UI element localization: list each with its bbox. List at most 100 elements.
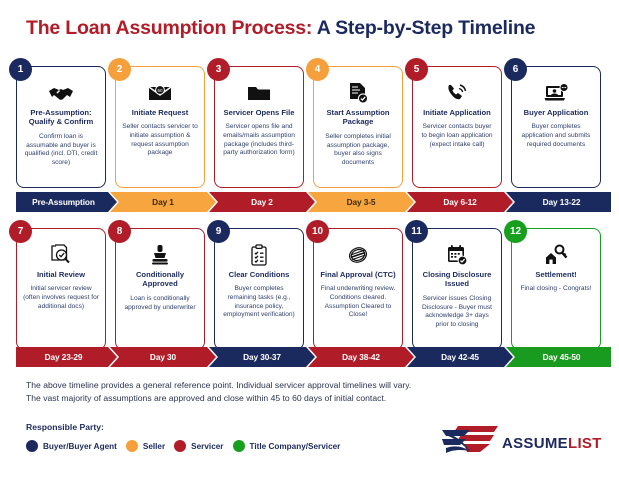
legend-color-dot <box>26 440 38 452</box>
timeline-segment: Day 38-42 <box>308 347 414 367</box>
step-title: Start Assumption Package <box>326 108 390 127</box>
step-body: Buyer completes remaining tasks (e.g., i… <box>223 285 295 319</box>
step-badge-11: 11 <box>405 220 428 243</box>
step-body: Final closing - Congrats! <box>520 285 592 293</box>
step-title: Initiate Request <box>131 108 189 117</box>
legend-color-dot <box>232 440 245 452</box>
logo-word-list: LIST <box>567 435 602 452</box>
footnote-line-1: The above timeline provides a general re… <box>26 380 412 390</box>
step-title: Clear Conditions <box>228 270 290 279</box>
step-badge-7: 7 <box>9 220 32 243</box>
legend-item: Seller <box>125 440 166 452</box>
timeline-segment: Day 23-29 <box>16 347 117 367</box>
step-body: Buyer completes application and submits … <box>521 123 591 148</box>
footnote: The above timeline provides a general re… <box>26 379 411 406</box>
step-badge-3: 3 <box>207 58 230 81</box>
step-body: Loan is conditionally approved by underw… <box>124 294 196 311</box>
legend: Buyer/Buyer Agent Seller Servicer Title Com… <box>26 440 340 452</box>
timeline-segment: Day 2 <box>209 192 315 212</box>
clipboard-checklist-icon <box>249 244 269 266</box>
timeline-segment: Day 42-45 <box>407 347 513 367</box>
legend-label: Title Company/Servicer <box>249 441 341 451</box>
timeline-segment: Day 6-12 <box>407 192 513 212</box>
svg-text:60: 60 <box>157 88 163 93</box>
step-title: Settlement! <box>535 270 577 279</box>
timeline-segment: Day 1 <box>110 192 216 212</box>
step-badge-9: 9 <box>207 220 230 243</box>
step-badge-8: 8 <box>108 220 131 243</box>
step-badge-10: 10 <box>306 220 329 243</box>
folder-icon <box>246 82 272 104</box>
document-check-icon <box>347 82 369 104</box>
step-body: Final underwriting review. Conditions cl… <box>320 285 396 319</box>
legend-item: Buyer/Buyer Agent <box>26 440 117 452</box>
timeline-segment: Day 30 <box>110 347 216 367</box>
legend-item: Title Company/Servicer <box>232 440 341 452</box>
page-title-part1: The Loan Assumption Process: <box>26 17 313 39</box>
legend-label: Servicer <box>191 441 224 451</box>
timeline-segment: Day 30-37 <box>209 347 315 367</box>
approval-seal-icon <box>346 244 370 266</box>
step-badge-12: 12 <box>504 220 527 243</box>
timeline-segment: Day 13-22 <box>506 192 611 212</box>
step-title: Final Approval (CTC) <box>320 270 396 279</box>
page-title: The Loan Assumption Process: A Step-by-S… <box>26 17 536 40</box>
step-badge-2: 2 <box>108 58 131 81</box>
step-badge-5: 5 <box>405 58 428 81</box>
timeline-segment: Day 45-50 <box>506 347 611 367</box>
rubber-stamp-icon <box>150 244 170 266</box>
laptop-video-call-icon <box>543 82 569 104</box>
step-badge-6: 6 <box>504 58 527 81</box>
house-key-icon <box>544 244 568 266</box>
logo-wordmark: ASSUMELIST <box>502 435 602 452</box>
handshake-icon <box>48 82 74 104</box>
step-title: Buyer Application <box>523 108 589 117</box>
step-title: Servicer Opens File <box>223 108 295 117</box>
legend-label: Seller <box>142 441 166 451</box>
step-body: Confirm loan is assumable and buyer is q… <box>24 132 98 166</box>
step-title: Initial Review <box>36 270 86 279</box>
logo-word-assume: ASSUME <box>502 435 568 452</box>
timeline-segment: Day 3-5 <box>308 192 414 212</box>
document-magnifier-icon <box>49 244 73 266</box>
envelope-icon: 60 <box>147 82 173 104</box>
step-body: Servicer issues Closing Disclosure - Buy… <box>422 294 492 328</box>
step-title: Closing Disclosure Issued <box>422 270 492 289</box>
step-title: Conditionally Approved <box>135 270 185 289</box>
step-body: Servicer contacts buyer to begin loan ap… <box>421 123 493 148</box>
legend-title: Responsible Party: <box>26 422 104 432</box>
legend-label: Buyer/Buyer Agent <box>43 441 117 451</box>
footnote-line-2: The vast majority of assumptions are app… <box>26 393 387 404</box>
step-title: Pre-Assumption: Qualify & Confirm <box>28 108 94 127</box>
step-badge-4: 4 <box>306 58 329 81</box>
calendar-check-icon <box>446 244 468 266</box>
step-badge-1: 1 <box>9 58 32 81</box>
step-body: Initial servicer review (often involves … <box>23 285 99 310</box>
assumelist-flag-mark-icon <box>440 424 500 463</box>
legend-color-dot <box>125 440 138 452</box>
step-body: Servicer opens file and emails/mails ass… <box>223 123 295 157</box>
legend-color-dot <box>174 440 187 452</box>
timeline-segment: Pre-Assumption <box>16 192 117 212</box>
step-title: Initiate Application <box>423 108 491 117</box>
step-body: Seller contacts servicer to initiate ass… <box>122 123 198 157</box>
page-title-part2: A Step-by-Step Timeline <box>312 17 536 39</box>
legend-item: Servicer <box>174 440 224 452</box>
